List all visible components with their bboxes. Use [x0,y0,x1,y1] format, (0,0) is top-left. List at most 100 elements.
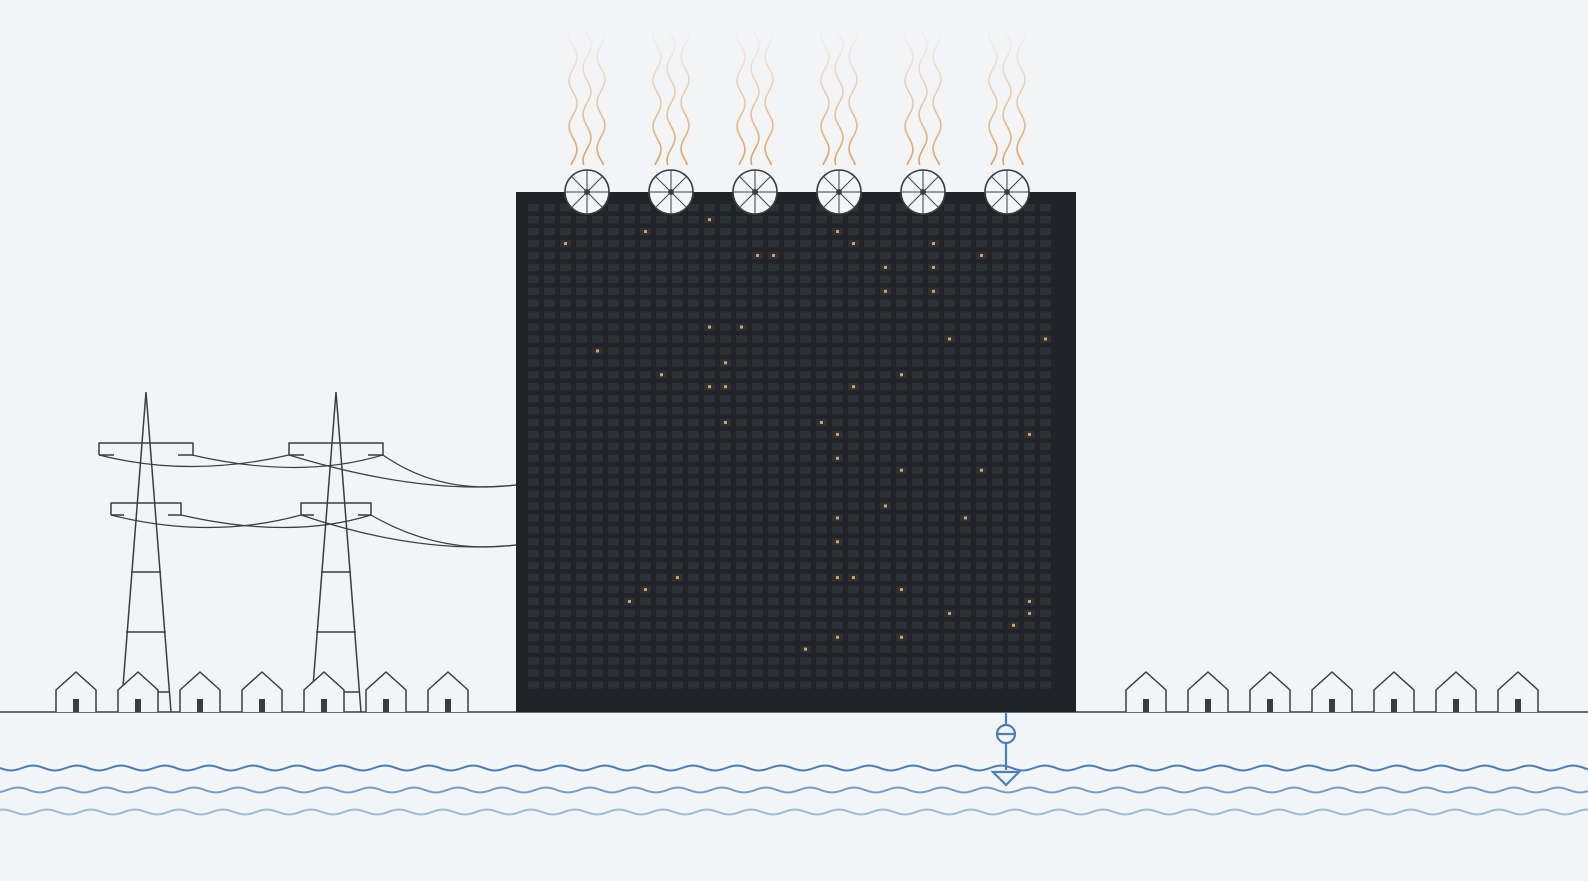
window [784,478,795,486]
lit-window [884,504,887,508]
window [752,561,763,570]
window [1040,514,1051,522]
window [624,669,635,677]
window [768,549,779,558]
window [608,681,619,689]
window [544,490,555,498]
window [624,609,635,618]
window [864,215,875,224]
fan-blade [586,191,603,208]
window [896,406,907,415]
window [624,538,635,546]
window [912,215,923,224]
window [672,669,683,677]
window [816,549,827,558]
window [976,204,987,212]
window [752,526,763,534]
window [816,275,827,284]
window [928,585,939,594]
window [752,549,763,558]
window [704,454,715,463]
window [640,239,651,248]
window [560,514,571,522]
window [576,418,587,427]
heat-wave [582,26,592,166]
window [784,359,795,367]
window [608,669,619,677]
lit-window [836,635,839,639]
window [912,371,923,379]
lit-window [1044,337,1047,341]
window [768,311,779,319]
window [784,681,795,689]
window [624,215,635,224]
window [880,478,891,486]
window [592,657,603,665]
window [880,621,891,630]
window [944,454,955,463]
window [544,657,555,665]
window [928,597,939,606]
house-icon [1187,671,1229,712]
window [880,669,891,677]
window [848,215,859,224]
window [1008,526,1019,534]
window [784,454,795,463]
window [784,275,795,284]
window [656,394,667,403]
lit-window [980,253,983,257]
heat-plume-icon [988,26,1026,166]
window [912,442,923,451]
house-icon [117,671,159,712]
window [944,371,955,379]
window [992,669,1003,677]
window [848,633,859,641]
fan-hub [836,189,842,195]
window [880,359,891,367]
window [656,669,667,677]
window [960,323,971,331]
window [1024,299,1035,307]
window [848,335,859,343]
window [896,573,907,582]
window [736,227,747,236]
window [592,251,603,260]
window [816,669,827,677]
window [1024,657,1035,665]
window [592,430,603,439]
window [976,561,987,570]
lit-window [900,373,903,377]
window [768,514,779,522]
window [912,359,923,367]
window [976,394,987,403]
fan-blade [655,191,672,208]
window [736,681,747,689]
window [752,442,763,451]
window [720,263,731,272]
window [992,335,1003,343]
fan-blade [571,176,588,193]
window [592,311,603,319]
window [1040,466,1051,474]
window [976,502,987,510]
heat-wave [596,26,606,166]
window [736,287,747,296]
window [1040,597,1051,606]
window [784,621,795,630]
window [624,478,635,486]
window [800,311,811,319]
window [608,478,619,486]
window [560,657,571,665]
window [704,311,715,319]
window [528,609,539,618]
heat-wave [848,26,858,166]
window [912,526,923,534]
window [912,406,923,415]
window [816,514,827,522]
window [832,299,843,307]
window [688,371,699,379]
window [672,251,683,260]
window [1040,204,1051,212]
window [848,502,859,510]
window [912,394,923,403]
